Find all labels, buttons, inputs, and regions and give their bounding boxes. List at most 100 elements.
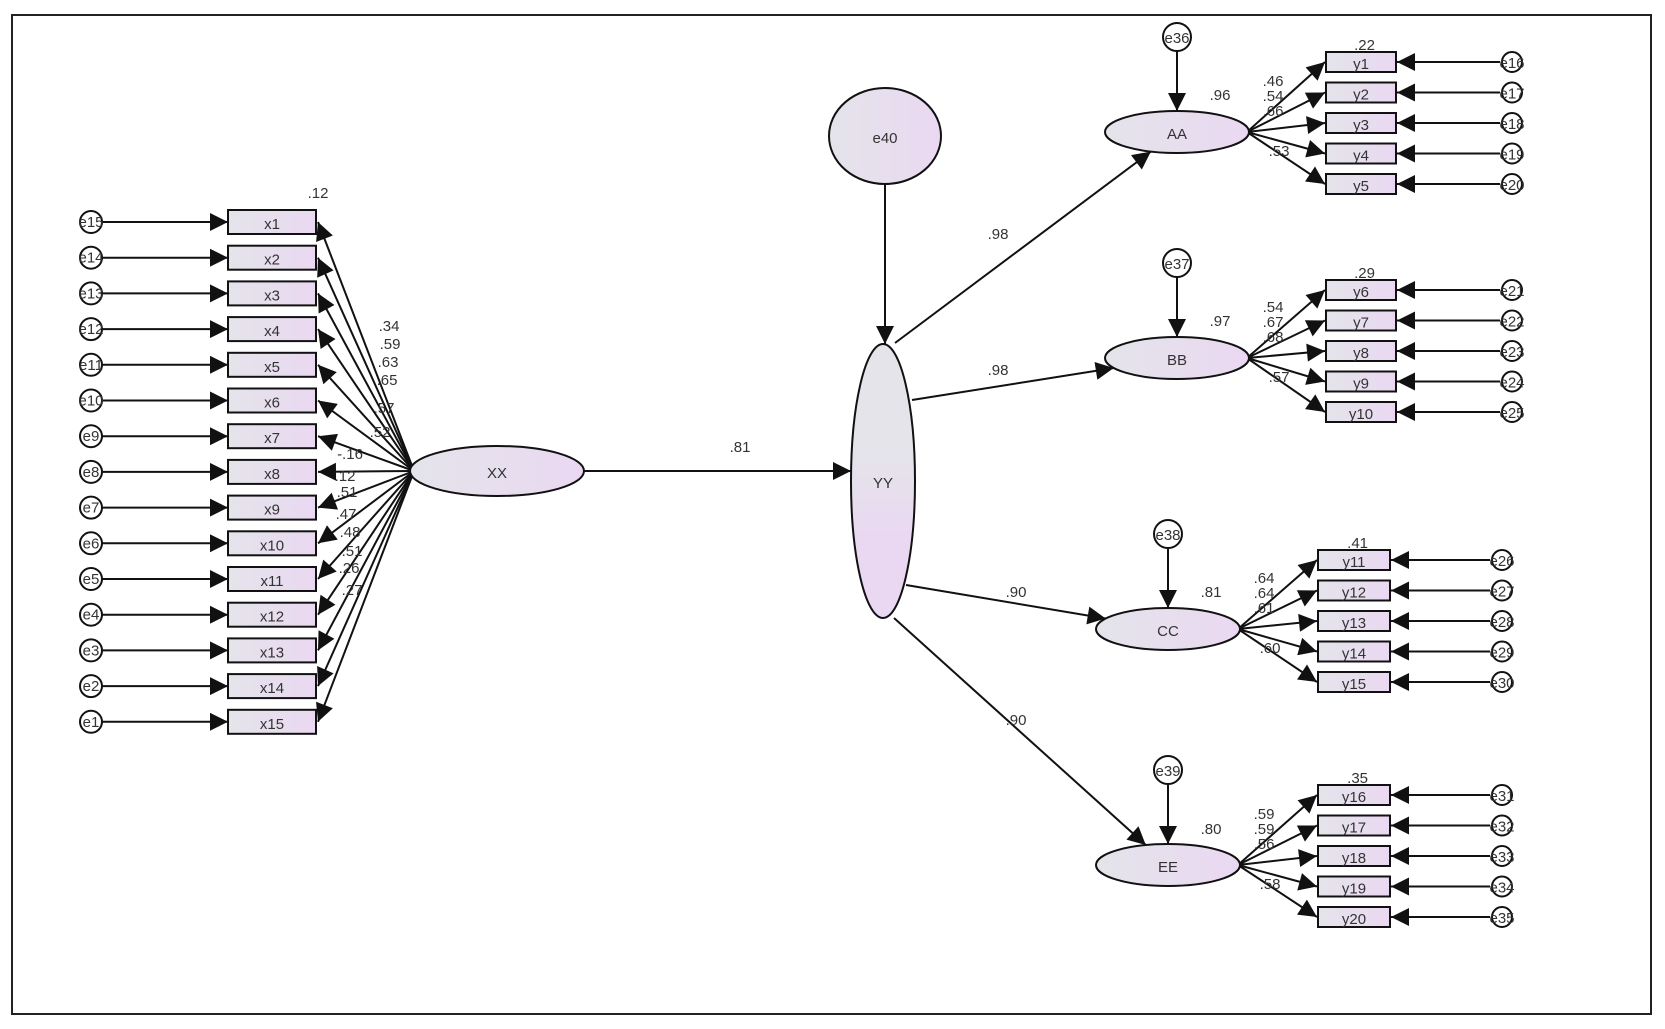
loading-label: .59 xyxy=(380,336,401,353)
error-label: e19 xyxy=(1499,147,1524,164)
second-order-loading: .98 xyxy=(988,362,1009,379)
loading-path xyxy=(1246,343,1326,362)
latent-cc xyxy=(1095,607,1241,651)
loading-label: .54 xyxy=(1263,299,1284,316)
loading-path xyxy=(316,221,415,472)
loading-path xyxy=(1246,319,1326,359)
indicator-box xyxy=(227,530,317,557)
loading-path xyxy=(1246,131,1326,158)
error-circle xyxy=(1491,549,1513,571)
indicator-label: y13 xyxy=(1342,615,1366,632)
loading-label: .59 xyxy=(1254,821,1275,838)
error-circle xyxy=(1501,370,1523,393)
error-label: e5 xyxy=(83,571,100,588)
loading-path xyxy=(1237,589,1318,630)
second-order-loading: .90 xyxy=(1006,584,1027,601)
loading-label: -.16 xyxy=(337,446,363,463)
indicator-label: y2 xyxy=(1353,87,1369,104)
error-circle xyxy=(1501,309,1523,332)
error-circle xyxy=(79,709,103,734)
indicator-label: x9 xyxy=(264,502,280,519)
error-label: e29 xyxy=(1489,645,1514,662)
indicator-label: x2 xyxy=(264,252,280,269)
loading-label: .67 xyxy=(1263,314,1284,331)
r2-label: .97 xyxy=(1210,313,1231,330)
error-label: e6 xyxy=(83,535,100,552)
error-label: e4 xyxy=(83,607,100,624)
indicator-box xyxy=(227,280,317,307)
error-circle xyxy=(79,388,103,413)
indicator-label: y1 xyxy=(1353,56,1369,73)
loading-path xyxy=(317,470,415,580)
loading-path xyxy=(317,257,415,472)
indicator-box xyxy=(1317,906,1391,928)
r2-label: .96 xyxy=(1210,87,1231,104)
error-label: e1 xyxy=(83,714,100,731)
loading-path xyxy=(317,470,415,616)
indicator-box xyxy=(227,601,317,628)
error-circle xyxy=(1501,173,1523,195)
loading-label: .54 xyxy=(1263,88,1284,105)
loading-label: .66 xyxy=(1263,103,1284,120)
indicator-box xyxy=(227,673,317,700)
loading-path xyxy=(1246,131,1326,185)
indicator-label: y10 xyxy=(1349,406,1373,423)
error-circle xyxy=(1491,784,1513,806)
latent-label: XX xyxy=(487,465,507,482)
loading-path xyxy=(1237,864,1318,891)
loading-path xyxy=(1246,357,1326,385)
loading-path xyxy=(317,364,415,472)
indicator-box xyxy=(227,209,317,235)
error-label: e13 xyxy=(78,285,103,302)
error-label: e16 xyxy=(1499,55,1524,72)
loading-path xyxy=(1246,357,1326,413)
residual-label: e38 xyxy=(1155,527,1180,544)
loading-path xyxy=(317,470,415,687)
loading-path xyxy=(1237,864,1318,918)
indicator-box xyxy=(227,244,317,271)
second-order-path xyxy=(905,584,1106,625)
loading-label: .60 xyxy=(1260,640,1281,657)
error-circle xyxy=(1501,81,1523,104)
loading-path xyxy=(1246,116,1326,135)
indicator-label: y15 xyxy=(1342,676,1366,693)
loading-label: .65 xyxy=(377,372,398,389)
loading-path xyxy=(1237,559,1318,630)
indicator-box xyxy=(227,637,317,664)
indicator-box xyxy=(1325,173,1397,195)
indicator-label: y20 xyxy=(1342,911,1366,928)
error-label: e32 xyxy=(1489,819,1514,836)
error-label: e7 xyxy=(83,500,100,517)
loading-label: .64 xyxy=(1254,570,1275,587)
residual-circle xyxy=(1153,519,1183,549)
latent-label: AA xyxy=(1167,126,1187,143)
indicator-box xyxy=(1325,279,1397,301)
indicator-box xyxy=(1317,579,1391,602)
indicator-box xyxy=(227,708,317,735)
error-circle xyxy=(1501,401,1523,423)
loading-path xyxy=(1237,824,1318,866)
loading-path xyxy=(317,328,415,472)
error-label: e20 xyxy=(1499,177,1524,194)
loading-path xyxy=(317,470,415,545)
indicator-box xyxy=(227,566,317,592)
error-circle xyxy=(1491,906,1513,928)
loading-path xyxy=(1237,849,1318,867)
loading-path xyxy=(317,399,415,472)
latent-label: BB xyxy=(1167,352,1187,369)
error-label: e30 xyxy=(1489,675,1514,692)
error-label: e27 xyxy=(1489,584,1514,601)
residual-label: e37 xyxy=(1164,256,1189,273)
indicator-label: y5 xyxy=(1353,178,1369,195)
loading-path xyxy=(1237,628,1318,683)
error-label: e17 xyxy=(1499,86,1524,103)
error-circle xyxy=(79,495,103,520)
r2-label: .35 xyxy=(1347,770,1368,787)
error-label: e35 xyxy=(1489,910,1514,927)
residual-label: e40 xyxy=(872,130,897,147)
structural-coefficient: .81 xyxy=(730,439,751,456)
loading-path xyxy=(1237,628,1318,656)
loading-label: .12 xyxy=(335,468,356,485)
indicator-label: y4 xyxy=(1353,148,1369,165)
